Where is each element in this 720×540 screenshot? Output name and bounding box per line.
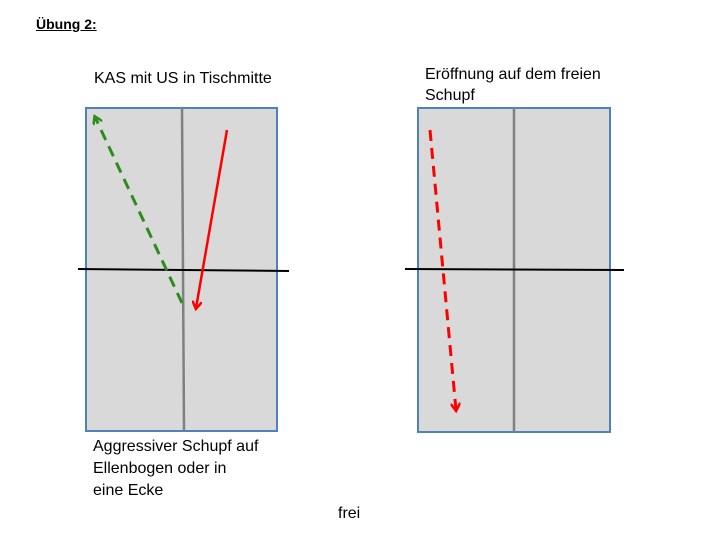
right-diagram-title: Eröffnung auf dem freien Schupf (425, 64, 655, 106)
left-diagram-title: KAS mit US in Tischmitte (94, 70, 272, 87)
left-red-solid-arrow (196, 129, 229, 308)
left-green-dashed-arrow (95, 117, 184, 304)
left-caption-line-1: Aggressiver Schupf auf (93, 438, 259, 455)
right-title-line-2: Schupf (425, 87, 475, 104)
right-table (404, 107, 625, 433)
left-caption-line-2: Ellenbogen oder in (93, 460, 227, 477)
right-red-dashed-arrow (428, 129, 456, 410)
left-table (77, 107, 290, 432)
footer-label: frei (338, 505, 361, 522)
exercise-heading: Übung 2: (36, 16, 97, 32)
right-table-net (404, 268, 625, 271)
right-title-line-1: Eröffnung auf dem freien (425, 66, 601, 83)
left-diagram-caption: Aggressiver Schupf auf Ellenbogen oder i… (93, 436, 303, 502)
left-table-net (77, 268, 290, 272)
left-caption-line-3: eine Ecke (93, 482, 164, 499)
